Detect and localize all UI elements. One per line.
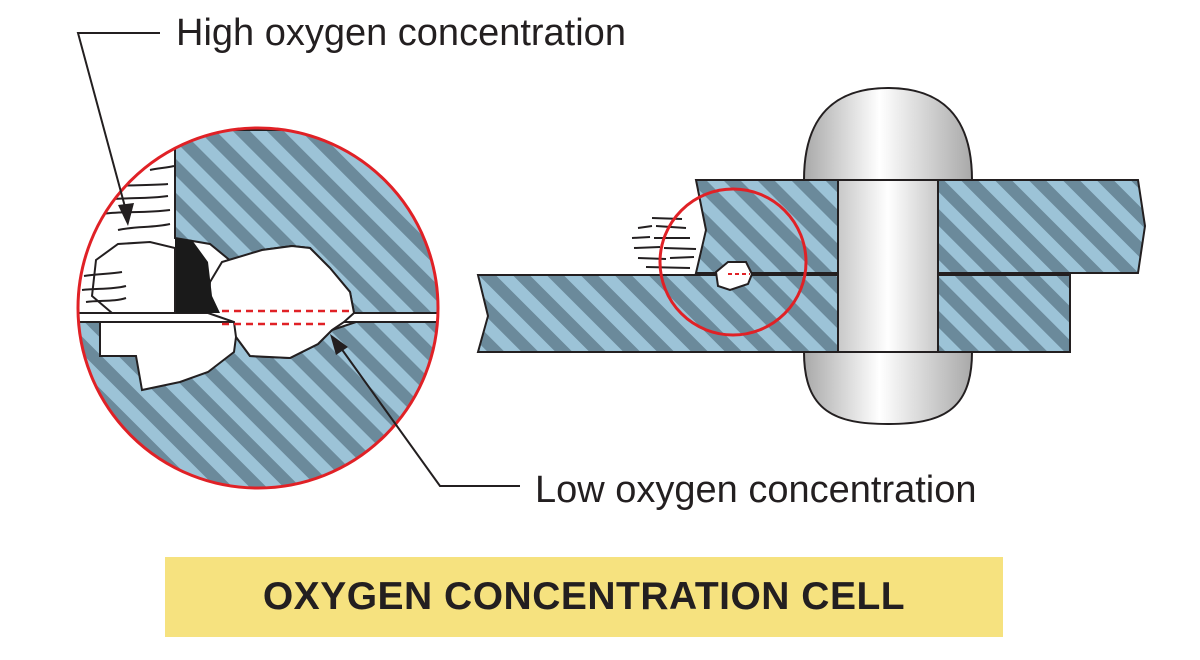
rivet-shank bbox=[837, 179, 939, 353]
rivet-bottom-head bbox=[802, 351, 974, 426]
magnified-circle-outline bbox=[76, 126, 440, 490]
leader-low bbox=[330, 334, 520, 487]
riveted-joint bbox=[476, 86, 1147, 426]
lower-plate bbox=[476, 274, 1071, 353]
moisture-marks bbox=[631, 217, 697, 269]
crevice-deposit bbox=[175, 238, 220, 313]
debris-blob bbox=[90, 240, 176, 314]
detail-highlight-circle bbox=[658, 187, 808, 337]
corrosion-pit bbox=[714, 261, 754, 292]
low-oxygen-label: Low oxygen concentration bbox=[535, 469, 977, 511]
leader-high bbox=[76, 32, 160, 226]
detail-corrosion-pit bbox=[206, 244, 356, 360]
diagram-title: OXYGEN CONCENTRATION CELL bbox=[262, 575, 906, 618]
title-banner-bg bbox=[165, 557, 1003, 637]
rivet-top-head bbox=[802, 86, 974, 181]
high-oxygen-label: High oxygen concentration bbox=[176, 12, 626, 54]
title-banner: OXYGEN CONCENTRATION CELL bbox=[165, 557, 1003, 637]
magnified-detail bbox=[76, 126, 440, 490]
